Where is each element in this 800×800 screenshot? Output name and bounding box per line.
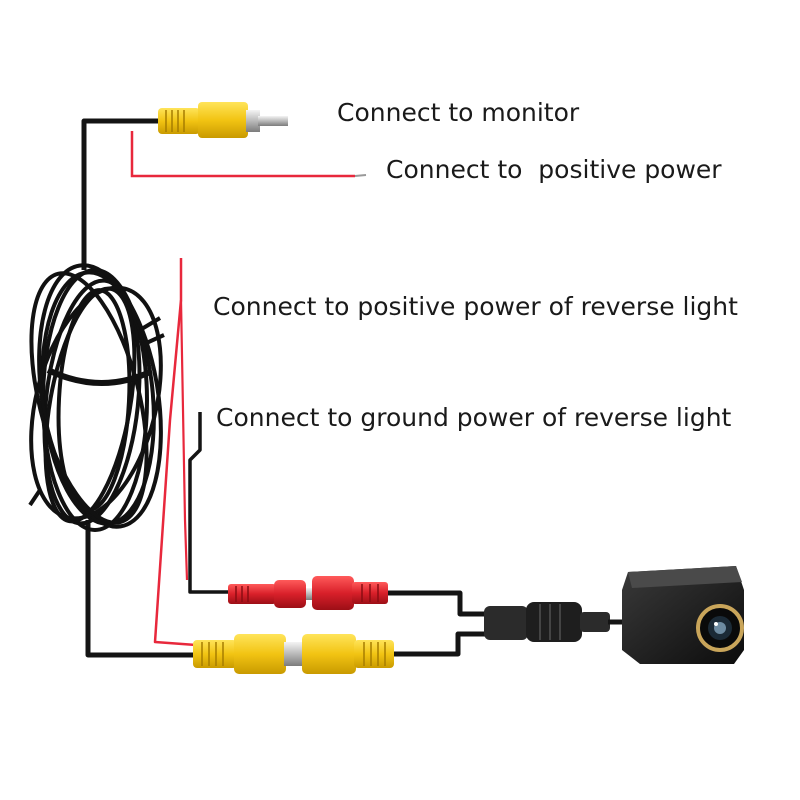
- cable-coil-icon: [28, 263, 165, 532]
- dc-power-plug-icon: [228, 576, 388, 610]
- label-connect-monitor: Connect to monitor: [337, 98, 580, 127]
- rca-coupler-icon: [193, 634, 394, 674]
- positive-power-wire: [130, 131, 355, 178]
- video-to-splitter-cable: [394, 631, 486, 657]
- label-positive-power: Connect to positive power: [386, 155, 722, 184]
- reverse-positive-wire: [153, 258, 197, 647]
- label-reverse-ground: Connect to ground power of reverse light: [216, 403, 732, 432]
- reverse-ground-wire: [188, 412, 230, 594]
- backup-camera-icon: [622, 566, 744, 664]
- main-video-cable: [81, 118, 162, 270]
- main-video-cable-lower: [85, 520, 196, 658]
- positive-power-wire-tip: [354, 174, 367, 177]
- label-reverse-positive: Connect to positive power of reverse lig…: [213, 292, 738, 321]
- reverse-positive-wire-2: [179, 299, 189, 581]
- rca-plug-icon: [158, 102, 288, 138]
- power-to-splitter-cable: [388, 590, 486, 617]
- cable-splitter: [484, 602, 610, 642]
